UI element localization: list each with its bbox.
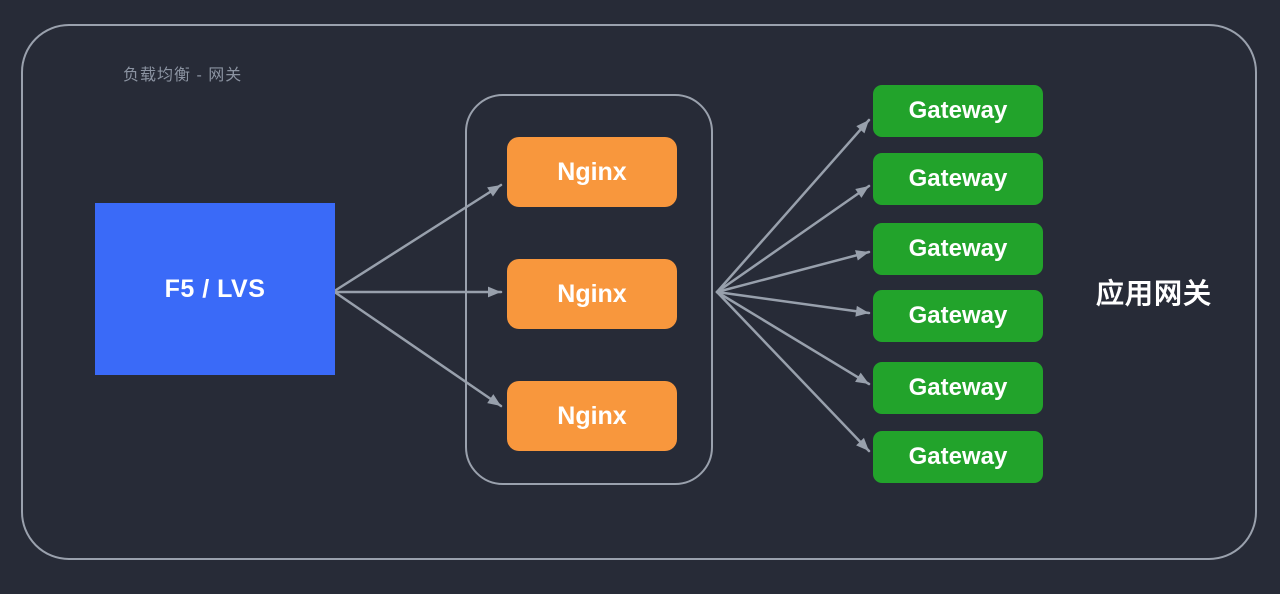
node-gateway-1: Gateway	[873, 85, 1043, 137]
outer-frame	[21, 24, 1257, 560]
diagram-title: 负载均衡 - 网关	[123, 67, 243, 84]
node-gateway-4: Gateway	[873, 290, 1043, 342]
node-gateway-5: Gateway	[873, 362, 1043, 414]
node-f5-lvs: F5 / LVS	[95, 203, 335, 375]
node-gateway-3: Gateway	[873, 223, 1043, 275]
node-nginx-1: Nginx	[507, 137, 677, 207]
node-nginx-3: Nginx	[507, 381, 677, 451]
node-nginx-2: Nginx	[507, 259, 677, 329]
node-gateway-6: Gateway	[873, 431, 1043, 483]
node-gateway-2: Gateway	[873, 153, 1043, 205]
side-label-app-gateway: 应用网关	[1096, 278, 1213, 309]
nginx-group-frame: Nginx Nginx Nginx	[465, 94, 713, 485]
